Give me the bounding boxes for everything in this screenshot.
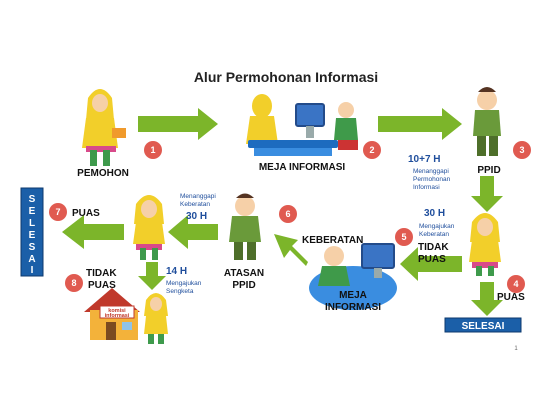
selesai-letter-s1: S: [29, 194, 36, 205]
step-6-badge: [279, 205, 297, 223]
flow-arrow-pemohon-to-meja: [138, 108, 218, 140]
flow-arrow-to-selesai-left: [62, 215, 124, 249]
note-sengketa-desc-2: Sengketa: [166, 288, 194, 295]
selesai-horizontal-box: SELESAI: [444, 317, 522, 333]
selesai-letter-e1: E: [29, 206, 36, 217]
step-5-badge: [395, 228, 413, 246]
komisi-sign-line2: informasi: [105, 313, 130, 319]
page-number: 1: [514, 346, 518, 352]
label-meja-informasi-bottom-1: MEJA: [339, 290, 367, 301]
step-8-badge: [65, 274, 83, 292]
selesai-letter-i: I: [31, 265, 34, 276]
selesai-letter-a: A: [28, 254, 35, 265]
flow-arrow-to-meja-bottom: [400, 247, 462, 281]
step-7-number: 7: [55, 207, 60, 217]
step-5-number: 5: [401, 232, 406, 242]
step-4-number: 4: [513, 279, 518, 289]
meja-informasi-bottom-figure: [309, 243, 397, 310]
flow-arrow-keberatan: [274, 234, 308, 266]
note-atasan-desc-1: Menanggapi: [180, 193, 216, 200]
step-1-badge: [144, 141, 162, 159]
label-pemohon: PEMOHON: [77, 168, 129, 179]
note-keberatan-time: 30 H: [424, 208, 445, 219]
step-2-badge: [363, 141, 381, 159]
label-keberatan: KEBERATAN: [302, 235, 363, 246]
label-meja-informasi-top: MEJA INFORMASI: [259, 162, 346, 173]
label-atasan-ppid-1: ATASAN: [224, 268, 264, 279]
note-sengketa-desc-1: Mengajukan: [166, 280, 202, 287]
step-2-number: 2: [369, 145, 374, 155]
label-tidak-puas-left-2: PUAS: [88, 280, 116, 291]
step-6-number: 6: [285, 209, 290, 219]
label-atasan-ppid-2: PPID: [232, 280, 255, 291]
selesai-letter-e2: E: [29, 230, 36, 241]
note-ppid-desc-3: Informasi: [413, 184, 440, 191]
flow-arrow-meja-to-ppid: [378, 108, 462, 140]
label-meja-informasi-bottom-2: INFORMASI: [325, 302, 381, 313]
step-3-number: 3: [519, 145, 524, 155]
selesai-letter-l: L: [29, 218, 35, 229]
label-tidak-puas-left-1: TIDAK: [86, 268, 117, 279]
note-sengketa-time: 14 H: [166, 266, 187, 277]
step-7-badge: [49, 203, 67, 221]
step-1-number: 1: [150, 145, 155, 155]
komisi-sign-line1: komisi: [108, 308, 126, 314]
label-puas-left: PUAS: [72, 208, 100, 219]
ppid-figure: [473, 87, 501, 156]
label-ppid: PPID: [477, 165, 500, 176]
note-ppid-desc-1: Menanggapi: [413, 168, 449, 175]
flow-arrow-atasan-to-pemohon: [168, 215, 218, 249]
selesai-vertical-box: S E L E S A I: [20, 187, 44, 277]
pemohon-figure: [82, 89, 126, 166]
flow-arrow-puas-down: [471, 282, 503, 316]
flow-arrow-to-komisi: [138, 262, 166, 290]
label-puas-right: PUAS: [497, 292, 525, 303]
selesai-horizontal-label: SELESAI: [462, 321, 505, 332]
note-atasan-time: 30 H: [186, 211, 207, 222]
note-ppid-desc-2: Permohonan: [413, 176, 451, 183]
flow-arrow-ppid-down: [471, 176, 503, 212]
step-4-badge: [507, 275, 525, 293]
atasan-ppid-figure: [229, 193, 261, 260]
pemohon-right-figure: [469, 213, 501, 276]
label-tidak-puas-right-2: PUAS: [418, 254, 446, 265]
note-keberatan-desc-2: Keberatan: [419, 231, 449, 238]
note-keberatan-desc-1: Mengajukan: [419, 223, 455, 230]
label-tidak-puas-right-1: TIDAK: [418, 242, 449, 253]
diagram-title: Alur Permohonan Informasi: [194, 69, 378, 85]
selesai-letter-s2: S: [29, 242, 36, 253]
meja-informasi-top-figure: [246, 94, 358, 156]
pemohon-left-figure: [133, 195, 165, 260]
note-atasan-desc-2: Keberatan: [180, 201, 210, 208]
note-ppid-time: 10+7 H: [408, 154, 441, 165]
step-3-badge: [513, 141, 531, 159]
step-8-number: 8: [71, 278, 76, 288]
komisi-informasi-building: komisi informasi: [84, 288, 168, 344]
